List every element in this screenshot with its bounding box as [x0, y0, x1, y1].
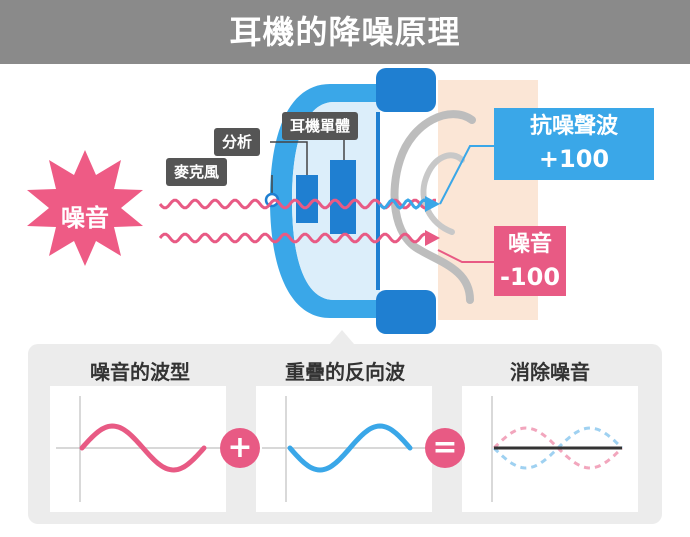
title-bar — [0, 0, 690, 64]
noise-wave-top — [158, 198, 436, 210]
driver-label: 耳機單體 — [282, 112, 359, 140]
card-inverse — [256, 386, 432, 512]
analyzer-chip — [296, 175, 318, 223]
ear-inner — [420, 152, 465, 235]
noise-value-box: 噪音 -100 — [494, 226, 566, 296]
noise-arrow-head — [425, 230, 440, 246]
inverse-waveform — [287, 423, 413, 473]
anti-noise-arrow-head — [425, 196, 440, 212]
page-title: 耳機的降噪原理 — [229, 13, 461, 51]
panel-title-noise: 噪音的波型 — [90, 360, 190, 384]
microphone-label: 麥克風 — [166, 158, 228, 186]
noise-leader — [437, 249, 494, 263]
noise-source-label: 噪音 — [61, 204, 109, 232]
panel-title-inverse: 重疊的反向波 — [285, 360, 405, 384]
noise-waveform — [79, 423, 207, 473]
noise-value-title: 噪音 — [507, 232, 552, 257]
noise-burst-icon — [27, 150, 143, 266]
anti-noise-wave — [378, 198, 430, 210]
ear-outline — [390, 110, 476, 304]
panel-pointer — [330, 330, 354, 344]
driver-unit — [330, 160, 356, 234]
plus-operator-icon: + — [220, 428, 260, 468]
cushion-top — [376, 68, 436, 112]
card-noise — [50, 386, 226, 512]
anti-noise-value: +100 — [538, 145, 610, 173]
noise-wave-bottom — [158, 232, 429, 244]
equals-operator-icon: = — [425, 428, 465, 468]
anti-noise-title: 抗噪聲波 — [529, 114, 618, 139]
anti-noise-box: 抗噪聲波 +100 — [494, 108, 654, 180]
cushion-bottom — [376, 290, 436, 334]
analyze-connector — [270, 141, 308, 175]
noise-value-number: -100 — [499, 263, 561, 291]
anti-noise-leader — [439, 145, 494, 205]
analyze-label: 分析 — [214, 128, 261, 156]
panel-title-cancel: 消除噪音 — [510, 360, 590, 384]
